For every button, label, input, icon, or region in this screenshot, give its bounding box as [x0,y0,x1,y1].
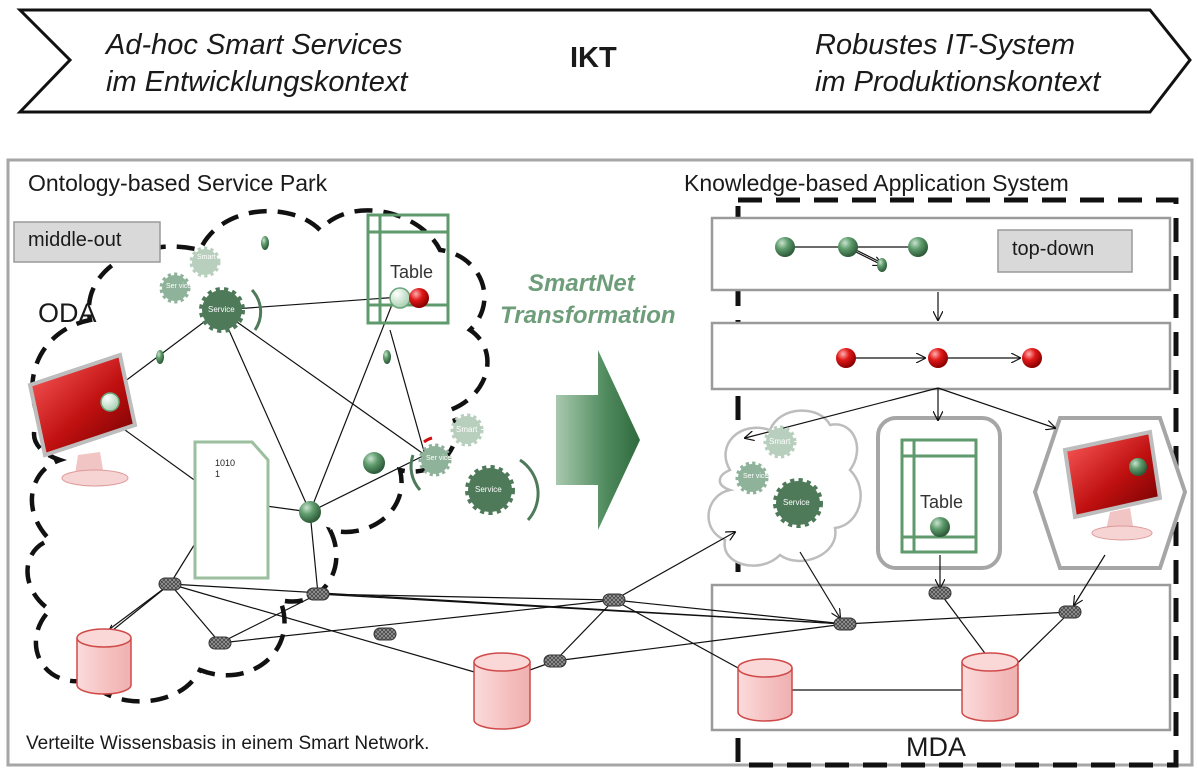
right-panel-title: Knowledge-based Application System [684,170,1069,196]
database-left [76,628,132,695]
banner-center: IKT [570,42,617,74]
connector-pills [158,577,1082,668]
gear-small-smart-left [189,246,221,278]
gear-service-right [773,478,823,528]
database-middle [473,652,531,730]
gear-small-smart-right [763,425,797,459]
top-down-box [997,229,1133,273]
gear-service-mid [409,454,540,521]
table-left-red-node [409,288,429,308]
gear-label-service-small-right: Ser vice [743,473,769,480]
layer-box-4 [710,583,1172,732]
gear-small-service-right [735,461,769,495]
red-nodes [836,348,1042,368]
gear-label-smart-mid: Smart [456,425,478,434]
gear-label-service-small-mid: Ser vice [426,455,452,462]
gear-label-service-right: Service [783,498,810,507]
banner-right-line1: Robustes IT-System [815,29,1076,61]
gear-label-smart-left: Smart [197,254,216,261]
smart-network-cloud [25,208,490,704]
transformation-line2: Transformation [500,302,676,329]
gear-small-service-left [159,272,191,304]
transformation-arrow [556,350,640,530]
gear-label-service-small-left: Ser vice [166,283,192,290]
gear-label-service-left: Service [208,305,235,314]
document-icon [193,440,270,580]
monitor-icon-right [1062,429,1163,541]
caption: Verteilte Wissensbasis in einem Smart Ne… [26,733,430,754]
green-nodes [156,236,928,523]
table-label-left: Table [390,262,434,282]
banner-left-line2: im Entwicklungskontext [106,66,408,98]
transformation-line1: SmartNet [528,270,635,297]
database-right-2 [961,652,1019,722]
gear-small-smart-mid [450,413,484,447]
banner-left-line1: Ad-hoc Smart Services [106,29,403,61]
monitor-icon-left [27,352,138,487]
table-right-node [930,517,950,537]
left-panel-title: Ontology-based Service Park [28,170,328,196]
gear-service-left [199,287,263,333]
document-code-line1: 1010 [215,458,236,468]
oda-label: ODA [38,298,97,328]
table-icon-left [366,213,450,325]
middle-out-box [13,221,161,263]
table-left-light-node [389,287,411,309]
mda-label: MDA [906,732,966,762]
gear-label-smart-right: Smart [769,437,791,446]
top-down-label: top-down [1012,238,1095,260]
banner-right-line2: im Produktionskontext [815,66,1101,98]
banner-chevron [16,8,1192,114]
table-icon-right [900,438,978,554]
database-right-1 [737,658,793,722]
gear-small-service-mid [418,436,452,477]
table-label-right: Table [920,492,964,512]
middle-out-label: middle-out [28,229,122,251]
gear-label-service-mid: Service [475,485,502,494]
document-code-line2: 1 [215,469,221,479]
